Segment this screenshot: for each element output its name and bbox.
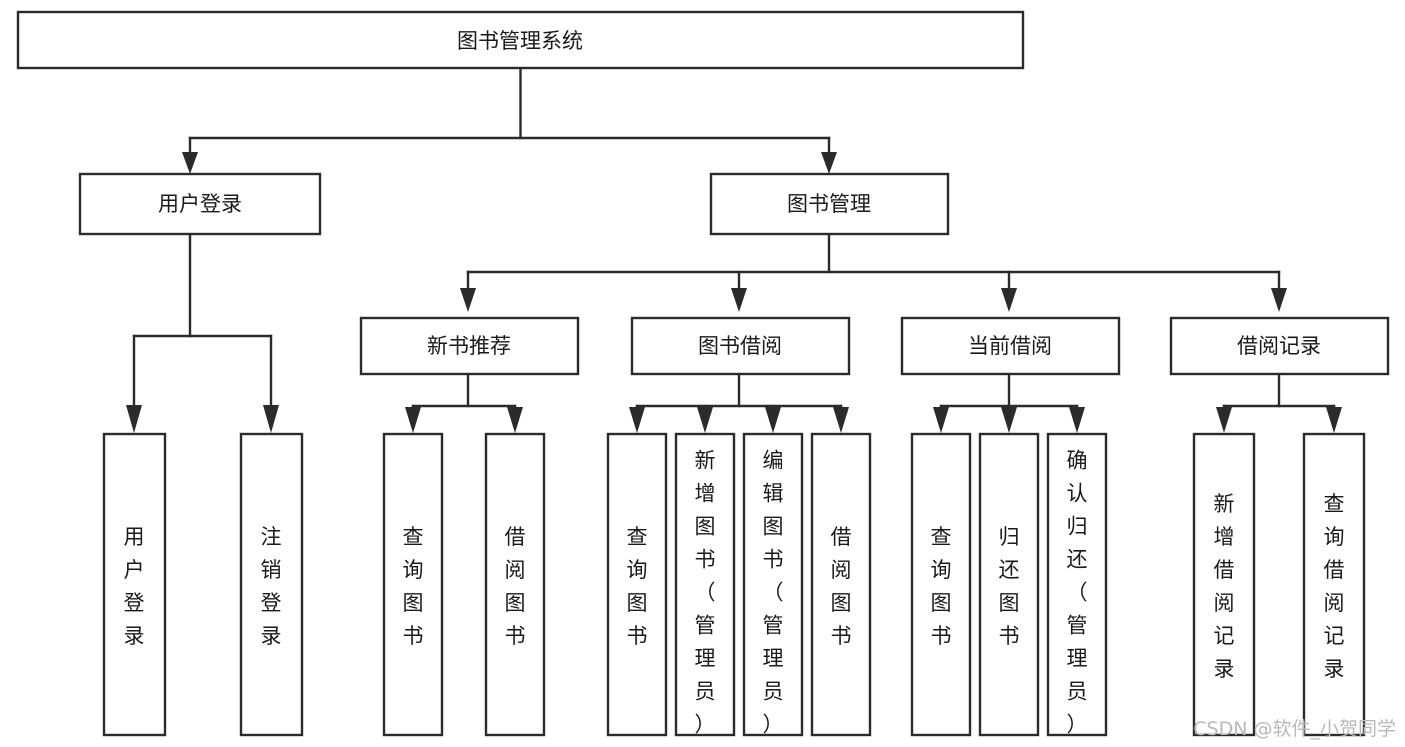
node-leaf-query-book-current-label: 查询图书 xyxy=(931,525,952,648)
node-user-login[interactable]: 用户登录 xyxy=(78,172,322,236)
node-new-book-recommend-label: 新书推荐 xyxy=(427,334,511,358)
node-leaf-add-borrow-record[interactable]: 新增借阅记录 xyxy=(1192,432,1256,737)
arrow-icon-borrow-leaf-1 xyxy=(629,407,645,433)
node-current-borrow-box xyxy=(900,316,1121,376)
arrow-icon-borrow-leaf-2 xyxy=(697,407,713,433)
node-leaf-borrow-book-box xyxy=(810,432,872,737)
node-leaf-edit-book-admin-box xyxy=(742,432,804,737)
arrow-icon-borrow-leaf-3 xyxy=(765,407,781,433)
node-leaf-return-book[interactable]: 归还图书 xyxy=(978,432,1040,737)
node-leaf-add-book-admin-label: 新增图书（管理员） xyxy=(695,449,716,737)
node-leaf-query-book-borrow-box xyxy=(606,432,668,737)
node-leaf-borrow-book[interactable]: 借阅图书 xyxy=(810,432,872,737)
node-book-borrow-box xyxy=(630,316,851,376)
arrow-icon-borrow-leaf-4 xyxy=(833,407,849,433)
node-leaf-confirm-return-admin-box xyxy=(1046,432,1108,737)
node-leaf-confirm-return-admin[interactable]: 确认归还（管理员） xyxy=(1046,432,1108,737)
node-leaf-borrow-book-newbook-label: 借阅图书 xyxy=(505,525,526,648)
node-leaf-borrow-book-label: 借阅图书 xyxy=(831,525,852,648)
node-leaf-return-book-label: 归还图书 xyxy=(999,525,1020,648)
node-new-book-recommend[interactable]: 新书推荐 xyxy=(359,316,580,376)
node-leaf-add-book-admin-box xyxy=(674,432,736,737)
node-leaf-confirm-return-admin-label: 确认归还（管理员） xyxy=(1067,449,1088,737)
node-leaf-add-borrow-record-label: 新增借阅记录 xyxy=(1214,492,1235,681)
node-leaf-query-borrow-record-label: 查询借阅记录 xyxy=(1324,492,1345,681)
arrow-icon-to-leaf-logout xyxy=(263,405,279,433)
node-leaf-query-book-current[interactable]: 查询图书 xyxy=(910,432,972,737)
node-leaf-add-book-admin[interactable]: 新增图书（管理员） xyxy=(674,432,736,737)
node-borrow-record-label: 借阅记录 xyxy=(1237,334,1321,358)
arrow-icon-record-leaf-2 xyxy=(1326,407,1342,433)
node-book-management[interactable]: 图书管理 xyxy=(709,172,950,236)
arrow-icon-newbook-leaf-2 xyxy=(507,407,523,433)
node-leaf-user-login-label: 用户登录 xyxy=(124,525,145,648)
node-leaf-return-book-box xyxy=(978,432,1040,737)
arrow-icon-record-leaf-1 xyxy=(1216,407,1232,433)
node-book-borrow-label: 图书借阅 xyxy=(698,334,782,358)
node-root-system-box xyxy=(16,10,1025,70)
node-borrow-record-box xyxy=(1169,316,1390,376)
node-leaf-logout-label: 注销登录 xyxy=(261,525,282,648)
arrow-icon-to-book-mgmt xyxy=(821,152,837,174)
node-current-borrow[interactable]: 当前借阅 xyxy=(900,316,1121,376)
node-leaf-query-borrow-record[interactable]: 查询借阅记录 xyxy=(1302,432,1366,737)
node-leaf-add-borrow-record-box xyxy=(1192,432,1256,737)
node-leaf-query-book-current-box xyxy=(910,432,972,737)
arrow-icon-to-user-login xyxy=(182,152,198,174)
node-leaf-user-login[interactable]: 用户登录 xyxy=(102,432,167,737)
node-user-login-label: 用户登录 xyxy=(158,192,242,216)
arrowhead-layer xyxy=(126,152,1342,433)
node-leaf-borrow-book-newbook-box xyxy=(484,432,546,737)
node-leaf-edit-book-admin[interactable]: 编辑图书（管理员） xyxy=(742,432,804,737)
arrow-icon-newbook-leaf-1 xyxy=(405,407,421,433)
arrow-icon-to-book-borrow xyxy=(731,288,747,312)
node-leaf-query-book-borrow[interactable]: 查询图书 xyxy=(606,432,668,737)
node-leaf-query-book-newbook[interactable]: 查询图书 xyxy=(382,432,444,737)
node-leaf-query-book-borrow-label: 查询图书 xyxy=(627,525,648,648)
node-user-login-box xyxy=(78,172,322,236)
arrow-icon-current-leaf-1 xyxy=(933,407,949,433)
arrow-icon-to-borrow-record xyxy=(1271,288,1287,312)
node-leaf-borrow-book-newbook[interactable]: 借阅图书 xyxy=(484,432,546,737)
arrow-icon-current-leaf-2 xyxy=(1001,407,1017,433)
node-leaf-query-borrow-record-box xyxy=(1302,432,1366,737)
node-root-system-label: 图书管理系统 xyxy=(457,29,583,53)
arrow-icon-to-leaf-user-login xyxy=(126,405,142,433)
node-leaf-user-login-box xyxy=(102,432,167,737)
csdn-watermark: CSDN @软件_小贺同学 xyxy=(1193,718,1396,740)
node-leaf-query-book-newbook-box xyxy=(382,432,444,737)
node-root-system[interactable]: 图书管理系统 xyxy=(16,10,1025,70)
arrow-icon-to-current-borrow xyxy=(1001,288,1017,312)
node-leaf-logout-box xyxy=(239,432,304,737)
arrow-icon-to-new-book xyxy=(460,288,476,312)
node-leaf-query-book-newbook-label: 查询图书 xyxy=(403,525,424,648)
node-leaf-edit-book-admin-label: 编辑图书（管理员） xyxy=(763,449,784,737)
node-leaf-logout[interactable]: 注销登录 xyxy=(239,432,304,737)
arrow-icon-current-leaf-3 xyxy=(1069,407,1085,433)
node-book-borrow[interactable]: 图书借阅 xyxy=(630,316,851,376)
node-book-management-label: 图书管理 xyxy=(787,192,871,216)
node-new-book-recommend-box xyxy=(359,316,580,376)
node-book-management-box xyxy=(709,172,950,236)
node-borrow-record[interactable]: 借阅记录 xyxy=(1169,316,1390,376)
node-current-borrow-label: 当前借阅 xyxy=(968,334,1052,358)
